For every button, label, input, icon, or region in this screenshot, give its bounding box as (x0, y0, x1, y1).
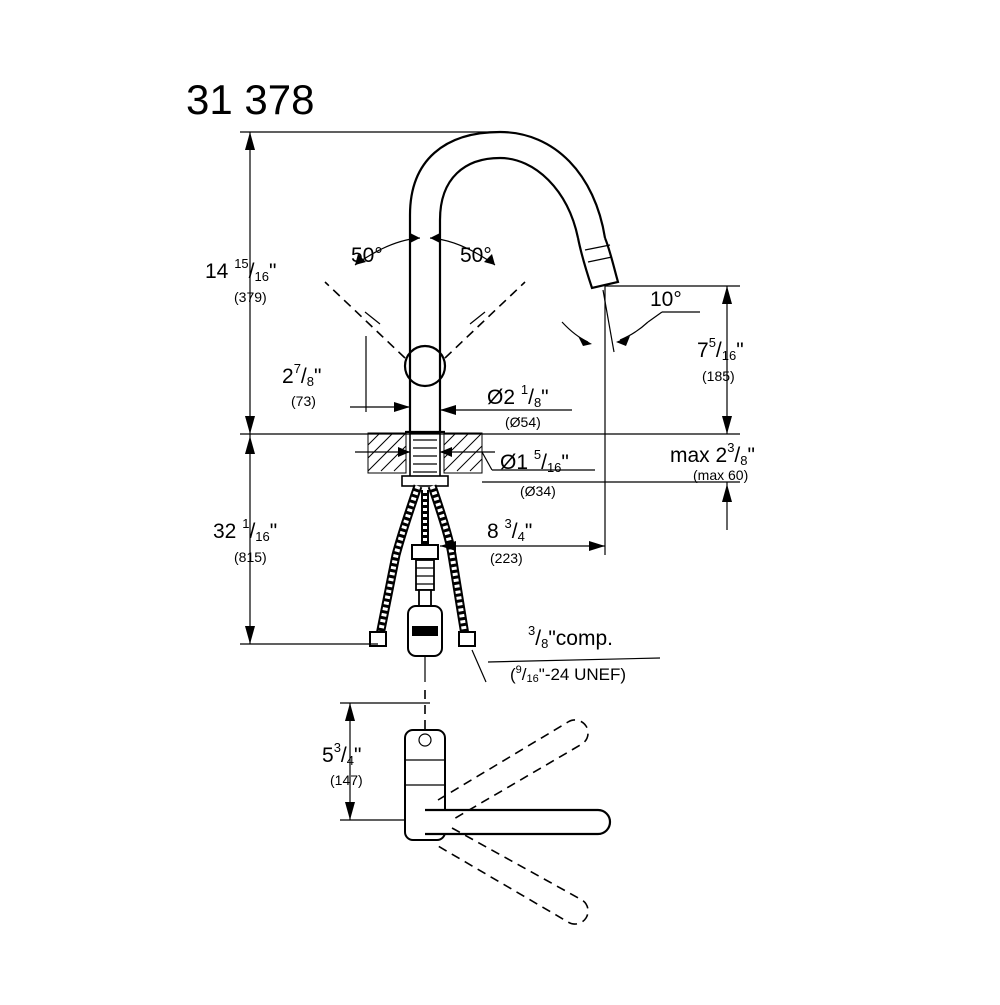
faucet-top-view (340, 690, 612, 925)
countertop-section (355, 432, 495, 487)
hole-diameter-mm: (Ø34) (520, 483, 556, 499)
height-total-label: 14 15/16" (205, 256, 276, 284)
top-view-depth-label: 53/4" (322, 740, 361, 768)
hose-length-mm: (815) (234, 549, 267, 565)
top-view-depth-mm: (147) (330, 772, 363, 788)
body-diameter-mm: (Ø54) (505, 414, 541, 430)
supply-hoses (369, 484, 487, 683)
spout-reach-mm: (223) (490, 550, 523, 566)
spout-reach-label: 8 3/4" (487, 516, 532, 544)
faucet-side-view (324, 130, 620, 434)
hose-length-label: 32 1/16" (213, 516, 277, 544)
model-number: 31 378 (186, 76, 314, 123)
handle-offset-mm: (73) (291, 393, 316, 409)
dimension-lines (240, 131, 740, 663)
spout-height-label: 75/16" (697, 335, 744, 363)
height-total-mm: (379) (234, 289, 267, 305)
connection-thread-label: (9/16"-24 UNEF) (510, 664, 626, 685)
spout-height-mm: (185) (702, 368, 735, 384)
max-thickness-label: max 23/8" (670, 440, 755, 468)
connection-comp-label: 3/8"comp. (528, 623, 613, 651)
handle-offset-label: 27/8" (282, 361, 321, 389)
spout-tilt-label: 10° (650, 288, 682, 311)
body-diameter-label: Ø2 1/8" (487, 382, 549, 410)
angle-right-label: 50° (460, 244, 492, 267)
angle-left-label: 50° (351, 244, 383, 267)
max-thickness-mm: (max 60) (693, 467, 748, 483)
hole-diameter-label: Ø1 5/16" (500, 447, 569, 475)
